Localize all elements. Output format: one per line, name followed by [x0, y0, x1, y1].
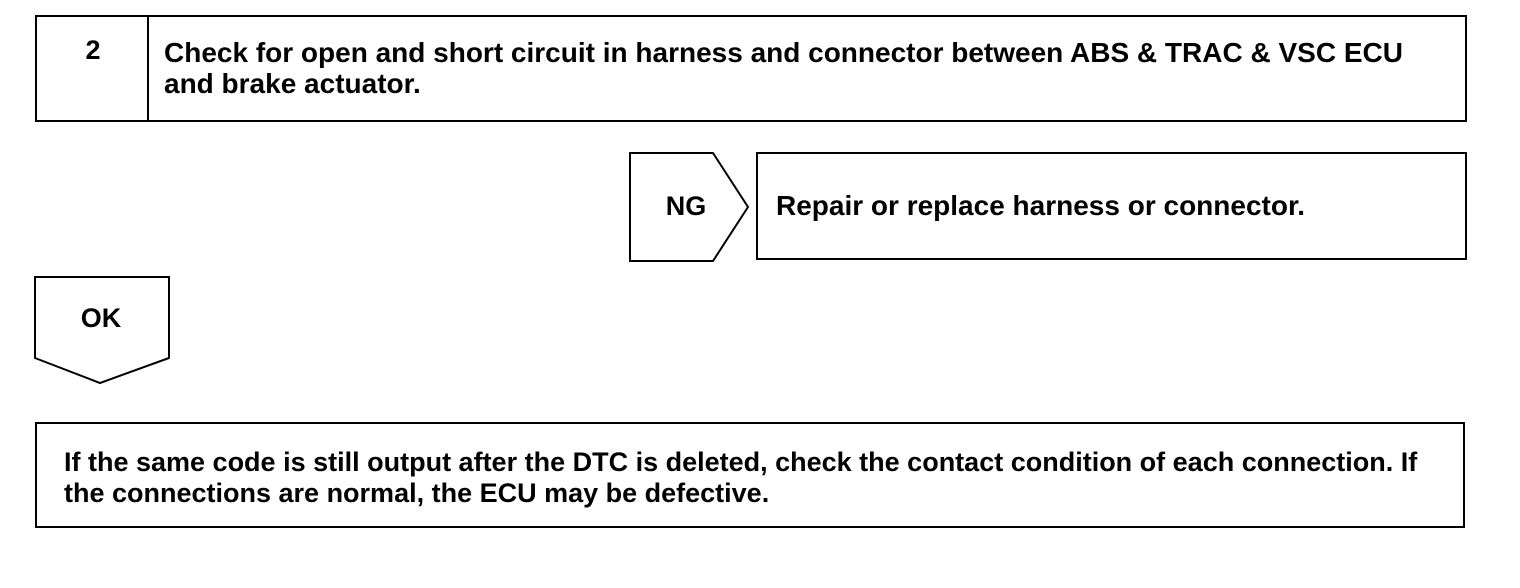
ng-action-box: Repair or replace harness or connector.	[756, 152, 1467, 260]
ng-label: NG	[665, 191, 707, 221]
ng-arrow-shape	[629, 152, 750, 262]
step-box: 2 Check for open and short circuit in ha…	[35, 15, 1467, 122]
note-text: If the same code is still output after t…	[64, 447, 1418, 508]
ok-arrow-shape	[34, 276, 170, 385]
note-box: If the same code is still output after t…	[35, 422, 1465, 528]
step-number: 2	[85, 35, 101, 65]
step-number-cell: 2	[37, 17, 149, 120]
ok-label: OK	[80, 303, 122, 333]
step-title: Check for open and short circuit in harn…	[164, 37, 1403, 99]
ng-action-text: Repair or replace harness or connector.	[776, 190, 1306, 221]
